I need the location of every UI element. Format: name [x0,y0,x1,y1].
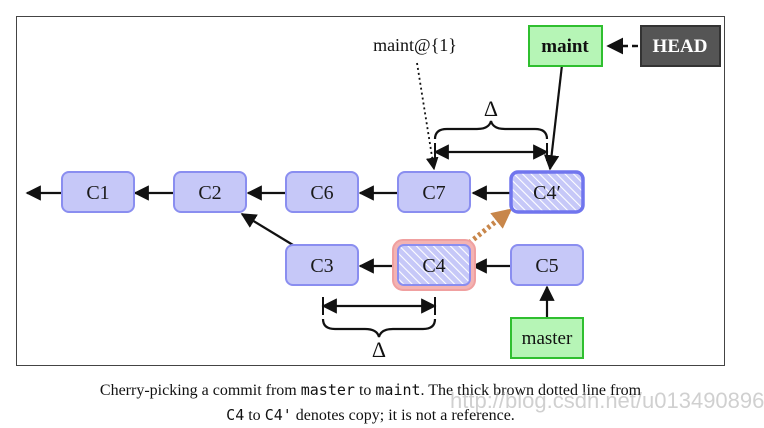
edge-reflog-c7 [416,62,439,171]
svg-text:C7: C7 [422,182,445,204]
caption-code-c4: C4 [226,406,245,424]
svg-text:C2: C2 [198,182,221,204]
commit-c3[interactable]: C3 [285,244,359,286]
reflog-label: maint@{1} [373,35,457,55]
delta-top-bracket [433,120,549,161]
svg-text:C6: C6 [310,182,333,204]
commit-c7[interactable]: C7 [397,171,471,213]
delta-top-label: Δ [484,96,498,121]
svg-text:C4: C4 [422,255,445,277]
delta-bottom-bracket [321,297,437,338]
caption-text: denotes copy; it is not a reference. [291,407,515,424]
commit-c1[interactable]: C1 [61,171,135,213]
caption-code-maint: maint [375,381,421,399]
svg-text:C5: C5 [535,255,558,277]
commit-c2[interactable]: C2 [173,171,247,213]
commit-c6[interactable]: C6 [285,171,359,213]
ref-master[interactable]: master [510,317,584,359]
caption-line-2: C4 to C4' denotes copy; it is not a refe… [0,403,741,428]
caption-text: . The thick brown dotted line from [420,382,642,399]
caption-text: to [354,382,376,399]
delta-bottom-label: Δ [372,337,386,362]
ref-head[interactable]: HEAD [640,25,721,67]
svg-text:C3: C3 [310,255,333,277]
caption-text: to [244,407,265,424]
svg-text:maint: maint [541,36,589,57]
edge-maint-c4prime [543,64,564,171]
git-cherry-pick-diagram: Δ Δ C1 C2 C6 C7 C4′ [25,25,721,362]
diagram-frame: Δ Δ C1 C2 C6 C7 C4′ [16,16,725,366]
commit-edges [25,37,638,317]
edge-c3-c2 [240,213,294,246]
caption-text: Cherry-picking a commit from [99,382,301,399]
svg-text:C4′: C4′ [533,182,561,204]
commit-c5[interactable]: C5 [510,244,584,286]
svg-text:HEAD: HEAD [653,36,708,57]
caption-line-1: Cherry-picking a commit from master to m… [0,378,741,403]
commit-c4-prime[interactable]: C4′ [509,170,585,214]
watermark: http://blog.csdn.net/u013490896 [450,388,764,413]
svg-text:C1: C1 [86,182,109,204]
svg-text:master: master [522,328,573,349]
figure-caption: Cherry-picking a commit from master to m… [0,378,741,428]
copy-arrow-c4-c4prime [467,208,513,245]
caption-code-master: master [300,381,355,399]
commit-c4[interactable]: C4 [392,239,476,291]
caption-code-c4prime: C4' [264,406,292,424]
ref-maint[interactable]: maint [528,25,603,67]
